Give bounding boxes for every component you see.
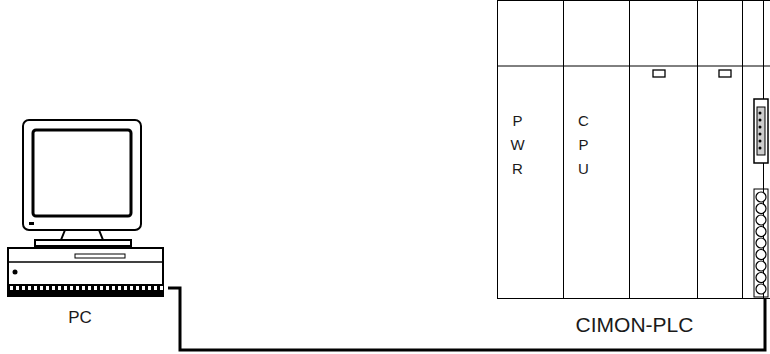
plc-module-slot: P W R — [498, 1, 564, 299]
device-label: PC — [5, 308, 155, 328]
plc-module-slot: C P U — [564, 1, 630, 299]
pc-unit: PC — [5, 118, 170, 343]
device-label: CIMON-PLC — [498, 313, 770, 337]
module-label: C P U — [576, 109, 591, 181]
plc-rack: CIMON-PLCP W RC P U — [497, 0, 770, 299]
computer-illustration — [5, 118, 170, 303]
plc-rack-illustration — [498, 1, 770, 300]
module-label: P W R — [510, 109, 525, 181]
